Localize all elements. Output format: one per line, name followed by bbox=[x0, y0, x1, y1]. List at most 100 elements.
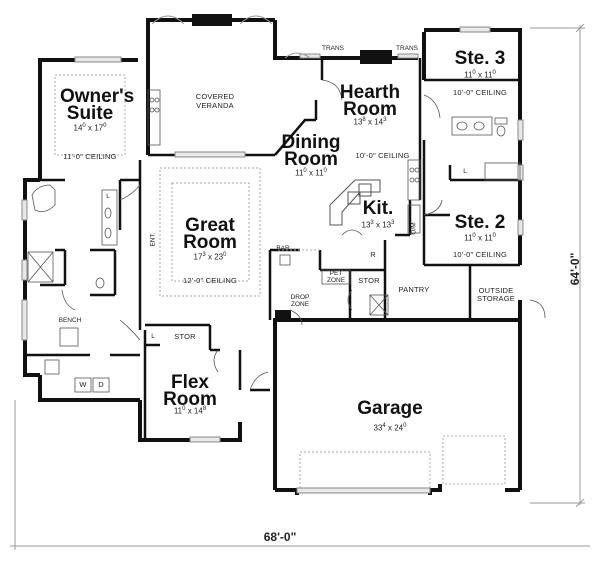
suite-3-ceiling: 10'-0" CEILING bbox=[453, 88, 507, 97]
dim-w-in: 0 bbox=[303, 168, 307, 174]
dim-w: 13 bbox=[361, 220, 371, 230]
hearth-room-name-2: Room bbox=[343, 99, 397, 120]
pet-zone-line-2: ZONE bbox=[326, 277, 346, 284]
suite-2-dimensions: 110 x 110 bbox=[464, 233, 496, 243]
dim-w: 14 bbox=[73, 123, 83, 133]
dim-w-in: 0 bbox=[472, 233, 476, 239]
dim-d-in: 0 bbox=[323, 168, 327, 174]
drop-zone-line-1: DROP bbox=[290, 294, 310, 301]
washer-label: W bbox=[79, 380, 87, 389]
garage-title: Garage bbox=[357, 398, 423, 419]
outside-storage-line-2: STORAGE bbox=[477, 294, 515, 303]
entry-label: ENT. bbox=[149, 232, 157, 247]
drop-zone-label: DROP ZONE bbox=[288, 294, 312, 308]
veranda-line-1: COVERED bbox=[195, 92, 235, 101]
flex-room-name-2: Room bbox=[163, 389, 217, 410]
microwave-oven-label: O/M bbox=[410, 222, 418, 235]
kitchen-title: Kit. bbox=[362, 198, 394, 219]
dim-d-in: 0 bbox=[492, 70, 496, 76]
door-swings bbox=[61, 79, 546, 391]
owners-suite-dimensions: 140 x 170 bbox=[73, 123, 107, 133]
dim-d-in: 8 bbox=[202, 406, 207, 412]
kitchen-storage-label: STOR bbox=[358, 276, 380, 285]
owners-suite-name-2: Suite bbox=[66, 103, 114, 124]
dim-d: 24 bbox=[394, 423, 404, 433]
dim-d-in: 0 bbox=[223, 252, 227, 258]
dim-w: 11 bbox=[295, 168, 304, 178]
outside-storage-line-1: OUTSIDE bbox=[478, 286, 514, 295]
dryer-label: D bbox=[98, 380, 104, 389]
dimension-lines bbox=[10, 23, 590, 550]
ceiling-outlines bbox=[54, 74, 506, 493]
great-room-title: Great Room bbox=[178, 215, 242, 252]
overall-depth-label: 64'-0" bbox=[568, 252, 582, 286]
dim-w-in: 8 bbox=[362, 117, 366, 123]
bench-label: BENCH bbox=[58, 317, 82, 324]
appliances bbox=[27, 89, 521, 393]
hearth-room-title: Hearth Room bbox=[335, 83, 405, 120]
dim-w: 11 bbox=[173, 406, 183, 416]
dim-d: 17 bbox=[94, 123, 104, 133]
dim-d: 11 bbox=[315, 168, 324, 178]
dim-w-in: 3 bbox=[370, 220, 374, 226]
dim-d-in: 0 bbox=[403, 423, 407, 429]
dim-d: 14 bbox=[374, 117, 384, 127]
windows bbox=[21, 26, 524, 494]
dim-d-in: 3 bbox=[391, 220, 395, 226]
dim-w: 13 bbox=[353, 117, 363, 127]
dim-w-in: 0 bbox=[82, 123, 86, 129]
fireplaces bbox=[192, 14, 392, 322]
dim-w: 33 bbox=[373, 423, 383, 433]
dim-w-in: 3 bbox=[202, 252, 206, 258]
dim-d: 11 bbox=[484, 233, 493, 243]
outside-storage-label: OUTSIDE STORAGE bbox=[472, 287, 520, 303]
refrigerator-label: R bbox=[370, 250, 376, 259]
bar-label: BAR bbox=[276, 245, 290, 252]
dim-d: 14 bbox=[193, 406, 203, 416]
dim-w-in: 4 bbox=[382, 423, 386, 429]
linen-owner-label: L bbox=[106, 193, 110, 200]
dim-d-in: 0 bbox=[103, 123, 107, 129]
kitchen-dimensions: 133 x 133 bbox=[361, 220, 395, 230]
suite-2-title: Ste. 2 bbox=[454, 212, 506, 233]
dining-room-ceiling: 10'-0" CEILING bbox=[355, 151, 410, 160]
overall-width-label: 68'-0" bbox=[263, 530, 297, 544]
bay-arches bbox=[151, 15, 311, 59]
flex-room-title: Flex Room bbox=[160, 372, 220, 410]
suite-3-dimensions: 110 x 110 bbox=[464, 70, 496, 80]
suite-3-title: Ste. 3 bbox=[454, 48, 506, 69]
trans-window-left-label: TRANS bbox=[321, 45, 345, 52]
flex-room-dimensions: 110 x 148 bbox=[173, 406, 207, 416]
dim-w: 11 bbox=[464, 70, 473, 80]
garage-dimensions: 334 x 240 bbox=[373, 423, 407, 433]
dim-w-in: 0 bbox=[182, 406, 186, 412]
linen-bath-label: L bbox=[463, 168, 467, 175]
dim-w: 11 bbox=[464, 233, 473, 243]
dim-d: 13 bbox=[382, 220, 392, 230]
dim-d-in: 0 bbox=[492, 233, 496, 239]
trans-window-right-label: TRANS bbox=[395, 45, 419, 52]
flex-storage-label: STOR bbox=[174, 332, 196, 341]
dining-room-name-1: Dining bbox=[281, 132, 341, 153]
flex-room-name-1: Flex bbox=[170, 372, 210, 393]
pet-zone-label: PET ZONE bbox=[322, 270, 350, 284]
dim-d-in: 3 bbox=[383, 117, 387, 123]
dining-room-dimensions: 110 x 110 bbox=[295, 168, 327, 178]
dim-w-in: 0 bbox=[472, 70, 476, 76]
suite-2-ceiling: 10'-0" CEILING bbox=[453, 250, 507, 259]
pantry-label: PANTRY bbox=[398, 285, 430, 294]
dining-room-name-2: Room bbox=[284, 149, 338, 170]
veranda-line-2: VERANDA bbox=[196, 101, 234, 110]
great-room-name-1: Great bbox=[185, 215, 235, 236]
dim-d: 11 bbox=[484, 70, 493, 80]
dim-w: 17 bbox=[193, 252, 203, 262]
owners-suite-ceiling: 11'-0" CEILING bbox=[63, 152, 117, 161]
drop-zone-line-2: ZONE bbox=[290, 301, 310, 308]
great-room-ceiling: 12'-0" CEILING bbox=[183, 276, 237, 285]
linen-flex-label: L bbox=[151, 333, 155, 340]
dim-d: 23 bbox=[214, 252, 224, 262]
pet-zone-line-1: PET bbox=[329, 270, 343, 277]
kitchen-island bbox=[329, 179, 381, 226]
covered-veranda-label: COVERED VERANDA bbox=[190, 92, 240, 110]
